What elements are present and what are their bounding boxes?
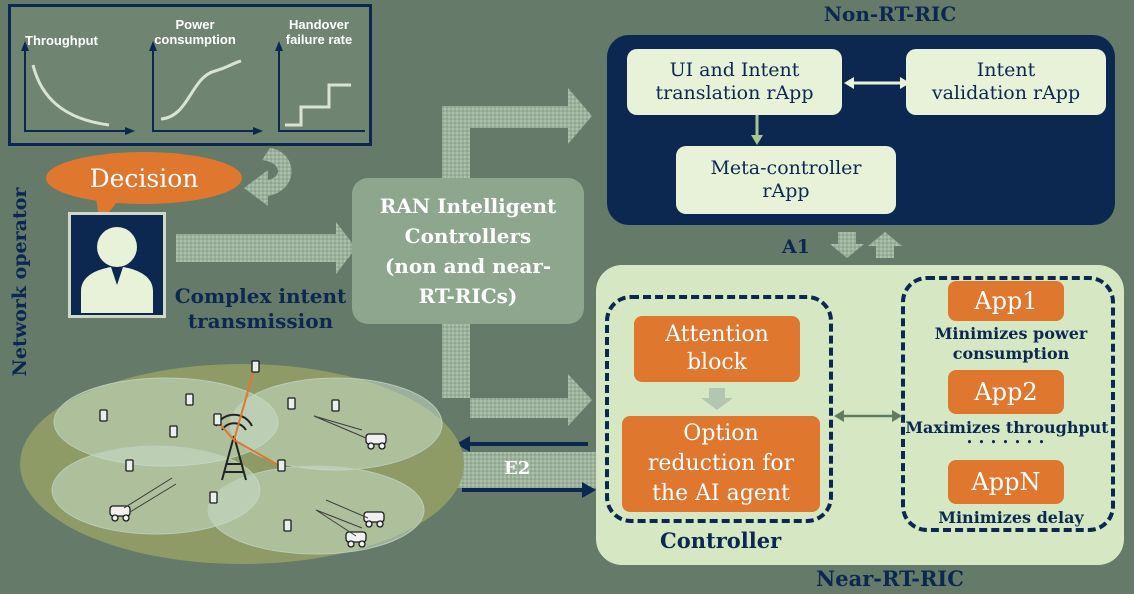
- controller-apps-double-arrow: [834, 410, 902, 422]
- appn-description: Minimizes delay: [938, 508, 1084, 527]
- ric-to-nearrt-arrow: [442, 320, 592, 426]
- intent-transmission-label: Complex intent transmission: [174, 284, 347, 333]
- controller-label: Controller: [660, 528, 782, 553]
- cell-tower-icon: [215, 413, 253, 481]
- ric-to-nonrt-arrow: [442, 88, 592, 182]
- app2-block: App2: [948, 370, 1064, 414]
- user-icon: [81, 227, 153, 313]
- beam-shapes: [123, 415, 369, 537]
- decision-loop-arrow: [244, 148, 292, 206]
- app1-block: App1: [948, 281, 1064, 321]
- intent-arrow: [176, 222, 356, 274]
- kpi-graphs: [21, 41, 365, 135]
- appn-block: AppN: [948, 460, 1064, 504]
- a1-down-arrow: [830, 232, 864, 258]
- non-rt-ric-connectors: [751, 77, 910, 145]
- option-reduction-block: Option reduction for the AI agent: [622, 416, 820, 512]
- meta-controller-rapp: Meta-controller rApp: [676, 146, 896, 214]
- controller-dashed-box: [605, 295, 833, 523]
- app1-description: Minimizes power consumption: [934, 324, 1088, 363]
- power-curve: [160, 59, 242, 121]
- phone-icons: [99, 360, 340, 532]
- non-rt-ric-title: Non-RT-RIC: [823, 2, 957, 26]
- ran-intelligent-controllers-box: RAN Intelligent Controllers (non and nea…: [352, 178, 584, 324]
- app2-description: Maximizes throughput: [905, 418, 1109, 437]
- near-rt-ric-title: Near-RT-RIC: [816, 566, 964, 591]
- intent-validation-rapp: Intent validation rApp: [906, 49, 1106, 115]
- throughput-curve: [31, 64, 110, 127]
- attention-block: Attention block: [634, 316, 800, 382]
- apps-dashed-box: [901, 276, 1115, 532]
- kpi-panel: Throughput Power consumption Handover fa…: [8, 4, 372, 146]
- a1-up-arrow: [868, 232, 902, 258]
- handover-label: Handover failure rate: [285, 17, 353, 47]
- e2-band: [455, 452, 597, 488]
- e2-interface-label: E2: [504, 458, 531, 479]
- apps-ellipsis: • • • • • • •: [966, 436, 1046, 449]
- operator-user-box: [68, 212, 166, 318]
- attention-to-option-arrow: [701, 388, 733, 410]
- network-operator-label: Network operator: [9, 187, 31, 377]
- throughput-label: Throughput: [25, 33, 98, 48]
- car-icons: [109, 433, 387, 548]
- ui-intent-translation-rapp: UI and Intent translation rApp: [627, 49, 842, 115]
- ran-cells-illustration: [20, 360, 464, 564]
- decision-bubble: Decision: [46, 152, 242, 204]
- handover-curve: [285, 83, 351, 127]
- a1-interface-label: A1: [782, 236, 810, 258]
- power-label: Power consumption: [154, 17, 236, 47]
